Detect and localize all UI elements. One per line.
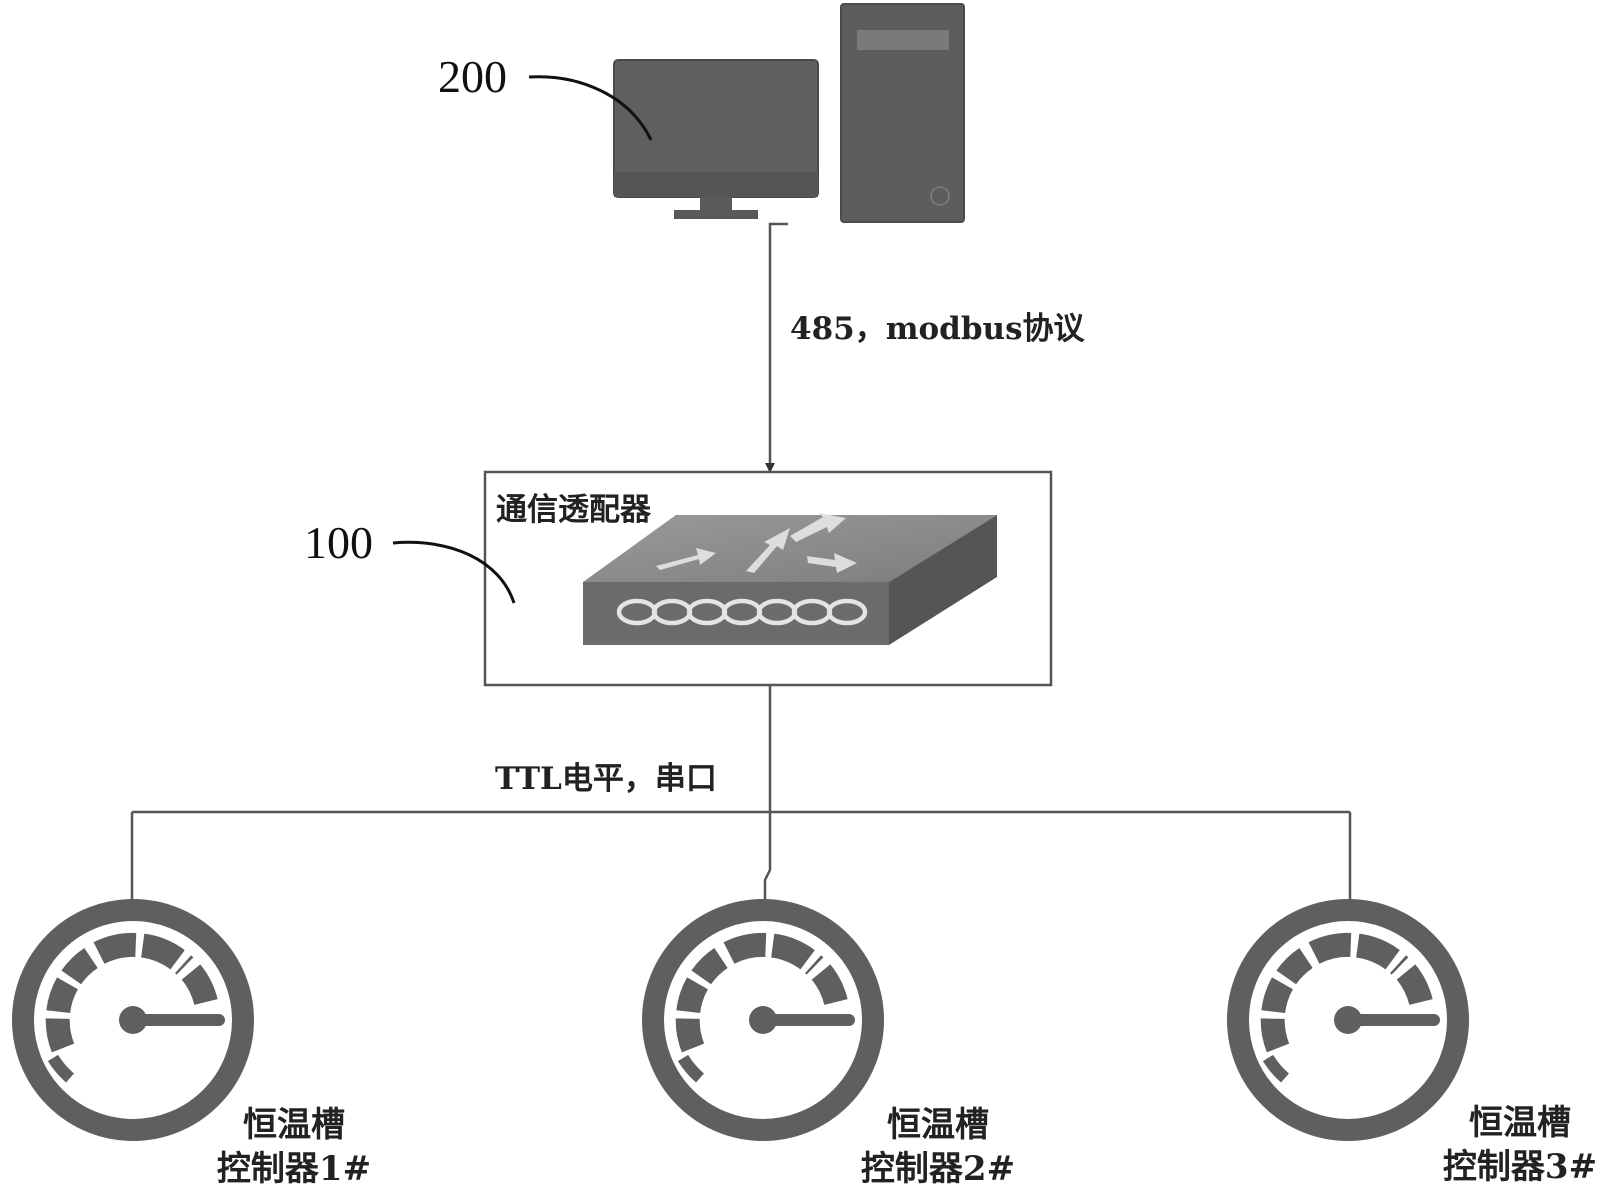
link-upper-label: 485，modbus协议 <box>790 311 1086 347</box>
monitor-neck <box>700 197 732 210</box>
switch-front-face <box>583 582 889 645</box>
controller-2-label-line1: 恒温槽 <box>887 1105 989 1145</box>
link-lower-label: TTL电平，串口 <box>495 761 717 797</box>
monitor-stand <box>674 210 758 219</box>
pc-tower <box>840 3 965 223</box>
network-switch-icon <box>583 513 997 645</box>
adapter-leader-line <box>392 540 516 604</box>
adapter-label: 通信透配器 <box>496 492 652 528</box>
pc-ref-number: 200 <box>438 51 507 102</box>
controller-2-label-line2: 控制器2# <box>861 1149 1015 1189</box>
adapter-ref-number: 100 <box>304 517 373 568</box>
pc-power-button <box>930 186 950 206</box>
controller-3-label-line2: 控制器3# <box>1443 1147 1597 1187</box>
pc-drive-bay <box>857 30 949 50</box>
desktop-computer-icon <box>613 3 965 223</box>
controller-1-label-line1: 恒温槽 <box>243 1105 345 1145</box>
pc-leader-line <box>528 75 653 141</box>
switch-side-face <box>889 515 997 645</box>
switch-arrows-icon <box>656 513 857 573</box>
monitor-bezel-bottom <box>614 172 818 197</box>
gauge-icon <box>1227 899 1469 1141</box>
link-pc-adapter <box>765 222 788 473</box>
controller-1-label-line2: 控制器1# <box>217 1149 371 1189</box>
gauge-icon <box>12 899 254 1141</box>
switch-top-face <box>583 515 997 582</box>
gauge-icon <box>642 899 884 1141</box>
switch-ports <box>616 598 868 626</box>
link-adapter-trunk <box>760 685 772 910</box>
controller-3-label-line1: 恒温槽 <box>1469 1103 1571 1143</box>
